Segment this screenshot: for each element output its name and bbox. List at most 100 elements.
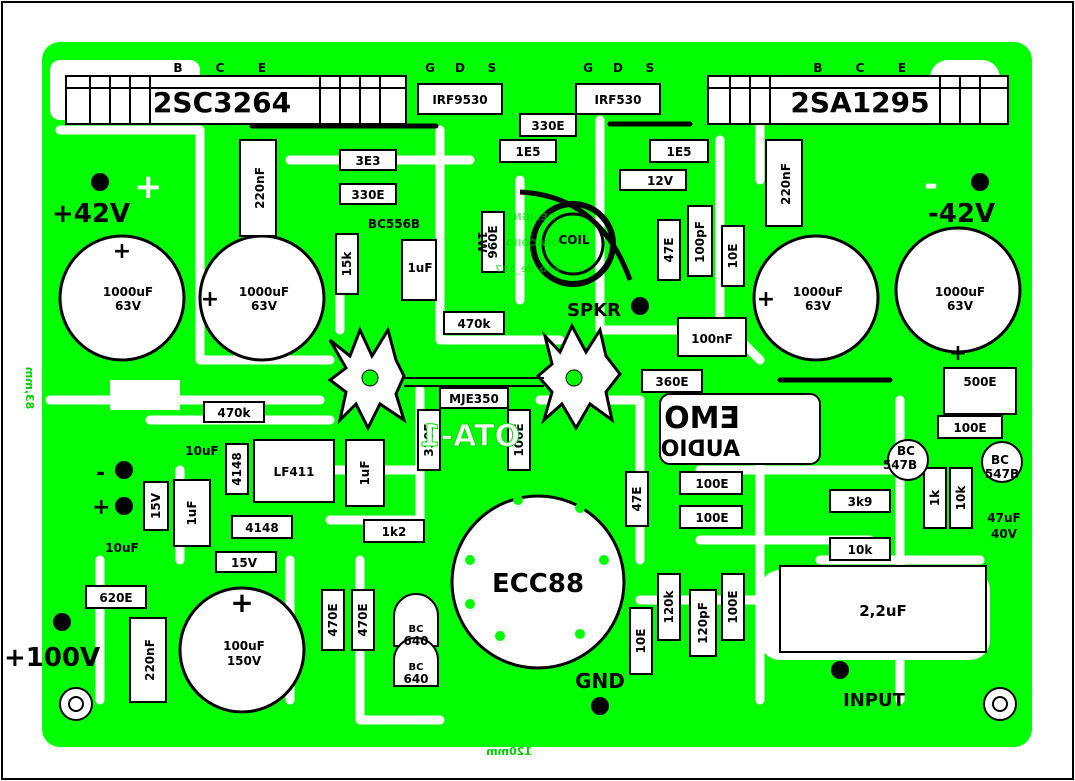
label-irf530: IRF530 <box>595 93 642 107</box>
cap-100nf: 100nF <box>691 332 733 346</box>
cap3-plus: + <box>757 287 775 312</box>
dim-width: 120mm <box>486 745 532 758</box>
cap-1uf-top: 1uF <box>407 261 432 275</box>
label-irf9530: IRF9530 <box>432 93 487 107</box>
bc640-b-num: 640 <box>403 672 428 686</box>
pin-s-fet-left: S <box>488 61 497 75</box>
zener-15v-lower: 15V <box>231 556 258 570</box>
label-gnd: GND <box>575 669 625 693</box>
label-2sa1295: 2SA1295 <box>790 86 929 119</box>
bc640-a-bc: BC <box>409 624 424 635</box>
ecc88-socket <box>450 494 626 670</box>
res-100e-b: 100E <box>695 511 728 525</box>
label-spkr: SPKR <box>567 300 621 321</box>
res-10k-h: 10k <box>848 543 874 557</box>
res-330e-v: 330E <box>422 423 436 456</box>
res-15k: 15k <box>340 251 354 277</box>
pin-c-right: C <box>856 61 865 75</box>
cap-220nf-right: 220nF <box>779 163 793 205</box>
ghost-design: DESIGN <box>513 212 556 223</box>
pin-s-fet-right: S <box>646 61 655 75</box>
mounting-holes <box>59 687 1017 721</box>
cap3-voltage: 63V <box>805 299 832 313</box>
res-100e-bottom: 100E <box>726 590 740 623</box>
cap-labels: + 1000uF 63V + 1000uF 63V + 1000uF 63V +… <box>103 239 985 668</box>
polarity-minus-sign: - <box>924 165 938 205</box>
cap5-plus: + <box>230 586 253 619</box>
pin-labels: B C E G D S G D S B C E <box>173 61 906 75</box>
res-960e: 960E <box>486 225 500 258</box>
brand-bottom-mirrored: AUDIO <box>661 437 740 462</box>
res-330e-top: 330E <box>531 119 564 133</box>
bc640-b-bc: BC <box>409 662 424 673</box>
brand-plate <box>659 393 821 465</box>
component-bodies <box>85 113 1017 703</box>
bc547b-a-bc: BC <box>897 444 915 458</box>
res-1e5-right: 1E5 <box>667 145 692 159</box>
label-minus-supply: - <box>96 461 105 486</box>
polarity-plus-sign: + <box>134 167 163 207</box>
bc547b-a-num: 547B <box>883 458 917 472</box>
res-470k-left: 470k <box>217 406 251 420</box>
zener-15v-left: 15V <box>149 492 163 519</box>
res-1k2: 1k2 <box>382 525 407 539</box>
pads <box>53 173 989 715</box>
pin-b-right: B <box>813 61 822 75</box>
cap-2-2uf: 2,2uF <box>859 602 907 620</box>
cap-1uf-mid: 1uF <box>358 460 372 485</box>
cap-10uf-lower: 10uF <box>105 541 138 555</box>
label-input: INPUT <box>843 690 906 711</box>
res-47e-mid: 47E <box>630 487 644 512</box>
pin-e-right: E <box>898 61 906 75</box>
label-ecc88: ECC88 <box>492 569 584 599</box>
res-470e-a: 470E <box>326 603 340 636</box>
res-10e-top: 10E <box>726 244 740 269</box>
cap-120pf: 120pF <box>696 602 710 644</box>
res-360e: 360E <box>655 375 688 389</box>
pin-g-fet-left: G <box>425 61 435 75</box>
cap5-voltage: 150V <box>227 654 262 668</box>
res-10k-v: 10k <box>954 485 968 511</box>
res-470e-b: 470E <box>356 603 370 636</box>
pin-d-fet-right: D <box>613 61 623 75</box>
pin-e-left: E <box>258 61 266 75</box>
diode-4148-upper: 4148 <box>230 452 244 485</box>
value-labels-h: 330E 1E5 1E5 3E3 330E 12V BC556B 1uF 470… <box>99 119 1020 620</box>
res-10e-bottom: 10E <box>634 629 648 654</box>
label-2sc3264: 2SC3264 <box>153 86 291 119</box>
power-transistor-right <box>707 75 1009 125</box>
dim-height: 83,mm <box>23 367 36 409</box>
res-500e: 500E <box>963 375 996 389</box>
power-transistor-left <box>65 75 407 125</box>
res-330e: 330E <box>351 188 384 202</box>
small-transistors <box>393 439 1023 687</box>
bc547b-b-bc: BC <box>991 453 1009 467</box>
label-plus-42v: +42V <box>52 199 130 229</box>
ghost-opacoiio: OPACOIIO <box>506 238 560 249</box>
ghost-text: DESIGN OPACOIIO Feb_de_587 <box>495 212 560 275</box>
bc640-a-num: 640 <box>403 634 428 648</box>
res-100e-right: 100E <box>953 421 986 435</box>
label-coil: COIL <box>558 233 589 247</box>
cap4-plus: + <box>949 341 967 366</box>
diode-4148-lower: 4148 <box>245 521 278 535</box>
cap-100pf: 100pF <box>693 221 707 263</box>
cap5-value: 100uF <box>223 639 265 653</box>
thin-jumpers <box>404 377 544 387</box>
res-3e3: 3E3 <box>356 154 381 168</box>
label-minus-42v: -42V <box>928 199 995 229</box>
cap-10uf-upper: 10uF <box>185 444 218 458</box>
cap-1uf-left: 1uF <box>185 500 199 525</box>
small-transistor-labels: BC 640 BC 640 BC 547B BC 547B <box>403 444 1019 686</box>
output-coil <box>519 189 633 287</box>
cap-220nf-bottom: 220nF <box>143 639 157 681</box>
cap1-value: 1000uF <box>103 285 153 299</box>
res-47e-top: 47E <box>662 238 676 263</box>
cap-220nf-left: 220nF <box>253 167 267 209</box>
label-plus-supply: + <box>92 495 110 520</box>
zener-12v: 12V <box>647 174 674 188</box>
cap4-voltage: 63V <box>947 299 974 313</box>
label-lf411: LF411 <box>274 465 315 479</box>
cap2-voltage: 63V <box>251 299 278 313</box>
cap2-plus: + <box>201 287 219 312</box>
